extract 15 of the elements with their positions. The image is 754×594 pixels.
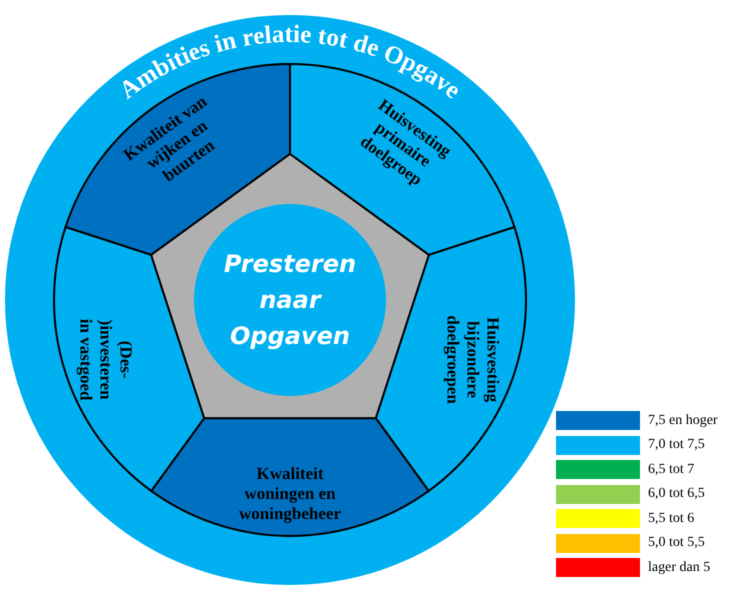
center-circle: Presteren naar Opgaven (194, 204, 386, 396)
legend-label: 5,0 tot 5,5 (648, 535, 705, 551)
segment-label: Huisvesting bijzondere doelgroepen (444, 315, 503, 404)
legend-label: 5,5 tot 6 (648, 510, 694, 526)
legend-label: 7,5 en hoger (648, 412, 718, 428)
ring-segment (53, 226, 206, 492)
legend-label: 6,5 tot 7 (648, 462, 694, 478)
segment-label: (Des-)investeren in vastgoed (76, 318, 136, 400)
legend-label: 6,0 tot 6,5 (648, 486, 705, 502)
ring-segment (374, 226, 527, 492)
legend-label: lager dan 5 (648, 560, 710, 576)
segment-label: Kwaliteit woningen en woningbeheer (239, 464, 341, 523)
legend-label: 7,0 tot 7,5 (648, 437, 705, 453)
outer-ring (5, 15, 575, 585)
ring-segment (150, 417, 430, 537)
